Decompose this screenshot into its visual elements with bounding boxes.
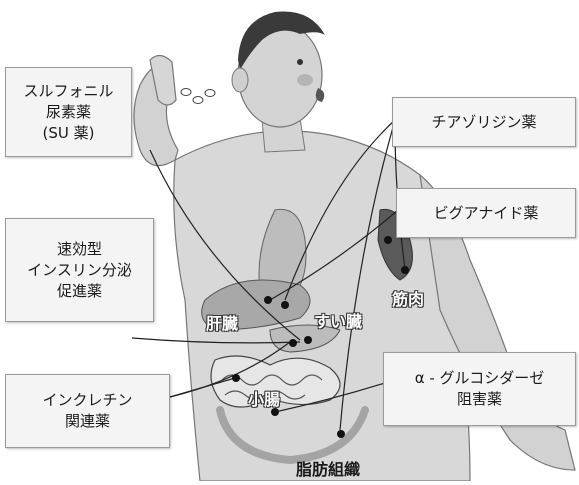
glinide-drug-box: 速効型 インスリン分泌 促進薬 xyxy=(5,218,154,322)
agi-line-1: α - グルコシダーゼ xyxy=(415,368,545,389)
dot-muscle-1 xyxy=(384,236,392,244)
incretin-drug-box: インクレチン 関連薬 xyxy=(5,374,170,448)
liver-label: 肝臓 xyxy=(206,310,238,334)
pill xyxy=(205,90,215,97)
small-intestine-label: 小腸 xyxy=(248,386,280,410)
pancreas-label: すい臓 xyxy=(314,308,362,332)
biguanide-line-1: ビグアナイド薬 xyxy=(434,203,539,224)
agi-line-2: 阻害薬 xyxy=(457,389,502,410)
incretin-line-1: インクレチン xyxy=(42,390,132,411)
tzd-line-1: チアゾリジン薬 xyxy=(431,112,536,133)
adipose-label: 脂肪組織 xyxy=(296,456,360,480)
dot-adipose xyxy=(337,430,345,438)
dot-liver-1 xyxy=(264,296,272,304)
su-line-1: スルフォニル xyxy=(23,81,113,102)
glinide-line-1: 速効型 xyxy=(57,239,102,260)
su-line-2: 尿素薬 xyxy=(46,102,91,123)
pill xyxy=(181,89,191,96)
glinide-line-3: 促進薬 xyxy=(57,281,102,302)
su-line-3: (SU 薬) xyxy=(43,123,95,144)
su-drug-box: スルフォニル 尿素薬 (SU 薬) xyxy=(5,67,132,157)
incretin-line-2: 関連薬 xyxy=(65,411,110,432)
biguanide-drug-box: ビグアナイド薬 xyxy=(396,188,576,238)
cheek xyxy=(297,74,313,86)
dot-pancreas-1 xyxy=(289,339,297,347)
dot-liver-2 xyxy=(281,301,289,309)
eye xyxy=(297,59,303,65)
agi-drug-box: α - グルコシダーゼ 阻害薬 xyxy=(383,352,576,426)
ear xyxy=(232,68,248,92)
dot-pancreas-2 xyxy=(304,336,312,344)
muscle-label: 筋肉 xyxy=(392,286,424,310)
dot-intestine-1 xyxy=(232,374,240,382)
pill xyxy=(193,97,203,104)
glinide-line-2: インスリン分泌 xyxy=(27,260,132,281)
tzd-drug-box: チアゾリジン薬 xyxy=(392,97,576,147)
dot-muscle-2 xyxy=(401,266,409,274)
